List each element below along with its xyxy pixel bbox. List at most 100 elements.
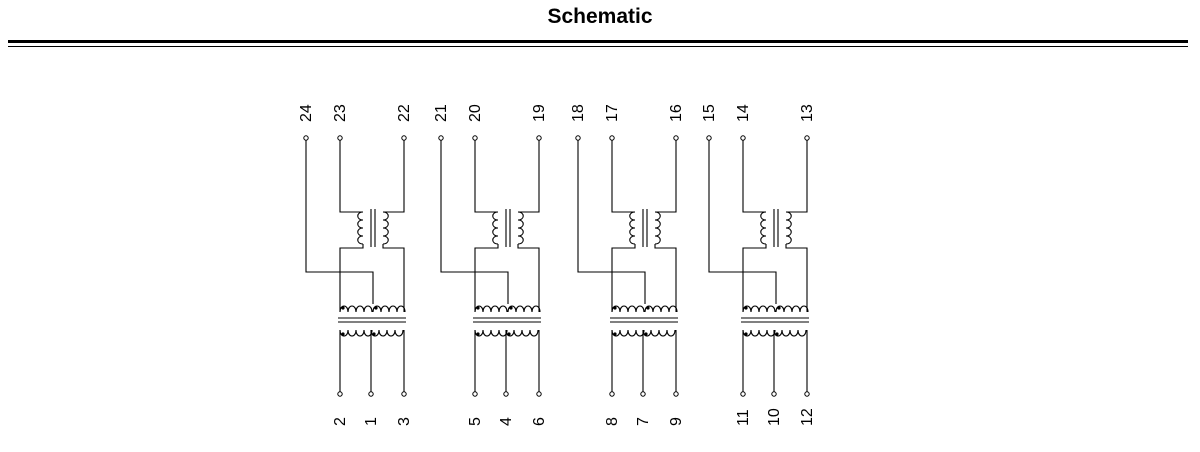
transformer-upper-winding-right — [372, 305, 406, 313]
choke-coil-right — [517, 211, 524, 245]
polarity-dot — [744, 306, 748, 310]
pin-label-bottom: 6 — [531, 417, 548, 426]
centre-tap-wiring — [440, 140, 509, 304]
pin-label-top: 15 — [701, 104, 718, 122]
pin-terminal-top — [401, 135, 407, 141]
centre-tap-wiring — [577, 140, 646, 304]
polarity-dot — [777, 306, 781, 310]
choke-core — [642, 209, 648, 247]
pin-label-bottom: 7 — [635, 417, 652, 426]
pin-label-top: 23 — [332, 104, 349, 122]
centre-tap-wiring — [708, 140, 777, 304]
transformer-lower-winding-left — [611, 329, 645, 337]
winding-leads-upper — [742, 304, 808, 312]
pin-label-bottom: 1 — [363, 417, 380, 426]
pin-terminal-bottom — [740, 391, 746, 397]
title-rule-thick — [8, 40, 1188, 43]
pin-terminal-top — [673, 135, 679, 141]
pin-terminal-bottom — [401, 391, 407, 397]
polarity-dot — [613, 306, 617, 310]
winding-leads-upper — [474, 304, 540, 312]
title-rule-thin — [8, 46, 1188, 47]
polarity-dot — [509, 306, 513, 310]
pin-label-bottom: 4 — [498, 417, 515, 426]
transformer-lower-winding-left — [339, 329, 373, 337]
polarity-dot — [374, 306, 378, 310]
transformer-upper-winding-right — [507, 305, 541, 313]
transformer-core — [741, 317, 809, 323]
pin-label-bottom: 3 — [396, 417, 413, 426]
polarity-dot — [507, 332, 511, 336]
pin-label-top: 14 — [735, 104, 752, 122]
bottom-leads — [339, 330, 405, 392]
pin-label-top: 16 — [668, 104, 685, 122]
pin-label-top: 22 — [396, 104, 413, 122]
pin-terminal-top — [575, 135, 581, 141]
pin-label-top: 19 — [531, 104, 548, 122]
polarity-dot — [476, 306, 480, 310]
pin-label-bottom: 5 — [467, 417, 484, 426]
polarity-dot — [775, 332, 779, 336]
pin-label-top: 13 — [799, 104, 816, 122]
transformer-lower-winding-right — [370, 329, 404, 337]
transformer-upper-winding-right — [775, 305, 809, 313]
pin-terminal-top — [706, 135, 712, 141]
pin-label-top: 21 — [433, 104, 450, 122]
pin-terminal-bottom — [472, 391, 478, 397]
pin-label-bottom: 12 — [799, 408, 816, 426]
centre-tap-wiring — [305, 140, 374, 304]
pin-label-bottom: 10 — [766, 408, 783, 426]
bottom-leads — [474, 330, 540, 392]
transformer-upper-winding-left — [742, 305, 776, 313]
polarity-dot — [476, 332, 480, 336]
winding-leads-upper — [611, 304, 677, 312]
pin-terminal-bottom — [536, 391, 542, 397]
transformer-lower-winding-left — [474, 329, 508, 337]
transformer-upper-winding-right — [644, 305, 678, 313]
transformer-lower-winding-right — [773, 329, 807, 337]
polarity-dot — [646, 306, 650, 310]
channel-4: 15 14 13 11 10 12 — [701, 104, 816, 426]
pin-terminal-top — [804, 135, 810, 141]
pin-terminal-bottom — [771, 391, 777, 397]
pin-terminal-bottom — [804, 391, 810, 397]
pin-terminal-top — [609, 135, 615, 141]
choke-core — [370, 209, 376, 247]
polarity-dot — [341, 306, 345, 310]
transformer-lower-winding-right — [642, 329, 676, 337]
pin-terminal-bottom — [640, 391, 646, 397]
choke-coil-right — [654, 211, 661, 245]
pin-label-bottom: 8 — [604, 417, 621, 426]
transformer-upper-winding-left — [339, 305, 373, 313]
pin-terminal-top — [438, 135, 444, 141]
transformer-core — [610, 317, 678, 323]
pin-label-top: 18 — [570, 104, 587, 122]
winding-leads-upper — [339, 304, 405, 312]
choke-coil-right — [382, 211, 389, 245]
pin-terminal-top — [337, 135, 343, 141]
transformer-upper-winding-left — [474, 305, 508, 313]
polarity-dot — [341, 332, 345, 336]
choke-core — [505, 209, 511, 247]
choke-wiring — [339, 140, 405, 304]
choke-coil-left — [760, 211, 767, 245]
pin-terminal-bottom — [673, 391, 679, 397]
pin-terminal-top — [740, 135, 746, 141]
choke-coil-left — [492, 211, 499, 245]
polarity-dot — [372, 332, 376, 336]
pin-label-bottom: 9 — [668, 417, 685, 426]
pin-terminal-bottom — [609, 391, 615, 397]
transformer-core — [473, 317, 541, 323]
pin-terminal-top — [472, 135, 478, 141]
bottom-leads — [742, 330, 808, 392]
choke-coil-left — [629, 211, 636, 245]
choke-wiring — [474, 140, 540, 304]
transformer-upper-winding-left — [611, 305, 645, 313]
choke-wiring — [742, 140, 808, 304]
polarity-dot — [613, 332, 617, 336]
pin-label-bottom: 11 — [735, 409, 752, 426]
